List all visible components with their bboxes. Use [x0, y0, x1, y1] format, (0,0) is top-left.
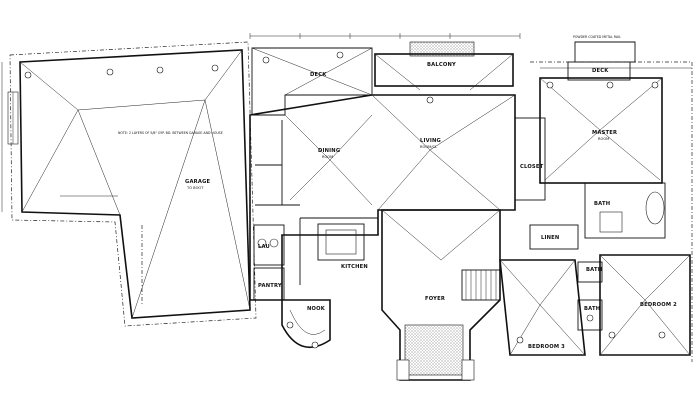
dining-label: DINING	[318, 148, 340, 154]
kitchen-label: KITCHEN	[341, 264, 368, 270]
master-room-label: MASTER	[592, 130, 617, 136]
garage-wing	[7, 41, 257, 327]
garage-note: NOTE: 2 LAYERS OF 5/8" GYP. BD. BETWEEN …	[118, 131, 223, 135]
window-tags	[24, 51, 666, 349]
top-right-note: POWDER COATED METAL RAIL	[573, 35, 621, 39]
deck-left-label: DECK	[310, 72, 327, 78]
living-label: LIVING	[420, 138, 441, 144]
bedroom2-label: BEDROOM 2	[640, 302, 677, 308]
laundry-label: LAU	[258, 244, 270, 250]
garage-sublabel: TO BOOT	[186, 186, 204, 190]
right-wing	[499, 41, 693, 362]
closet-label: CLOSET	[520, 164, 544, 170]
pantry-label: PANTRY	[258, 283, 282, 289]
foyer-entry	[381, 209, 501, 381]
deck-balcony-area	[251, 41, 514, 116]
bedroom3-label: BEDROOM 3	[528, 344, 565, 350]
dining-sublabel: ROOM	[322, 155, 333, 159]
bath-low-label: BATH	[584, 306, 600, 312]
deck-right-label: DECK	[592, 68, 609, 74]
nook-label: NOOK	[307, 306, 326, 312]
service-area	[253, 224, 331, 349]
master-room-sublabel: ROOM	[598, 137, 609, 141]
linen-label: LINEN	[541, 235, 559, 241]
balcony-label: BALCONY	[427, 62, 456, 68]
stair	[461, 269, 501, 301]
bath-mid-label: BATH	[586, 267, 602, 273]
garage-label: GARAGE	[185, 179, 211, 185]
bath-top-label: BATH	[594, 201, 610, 207]
living-sublabel: ROOM/CL	[420, 145, 437, 149]
foyer-label: FOYER	[425, 296, 445, 302]
dimension-lines	[1, 33, 692, 212]
